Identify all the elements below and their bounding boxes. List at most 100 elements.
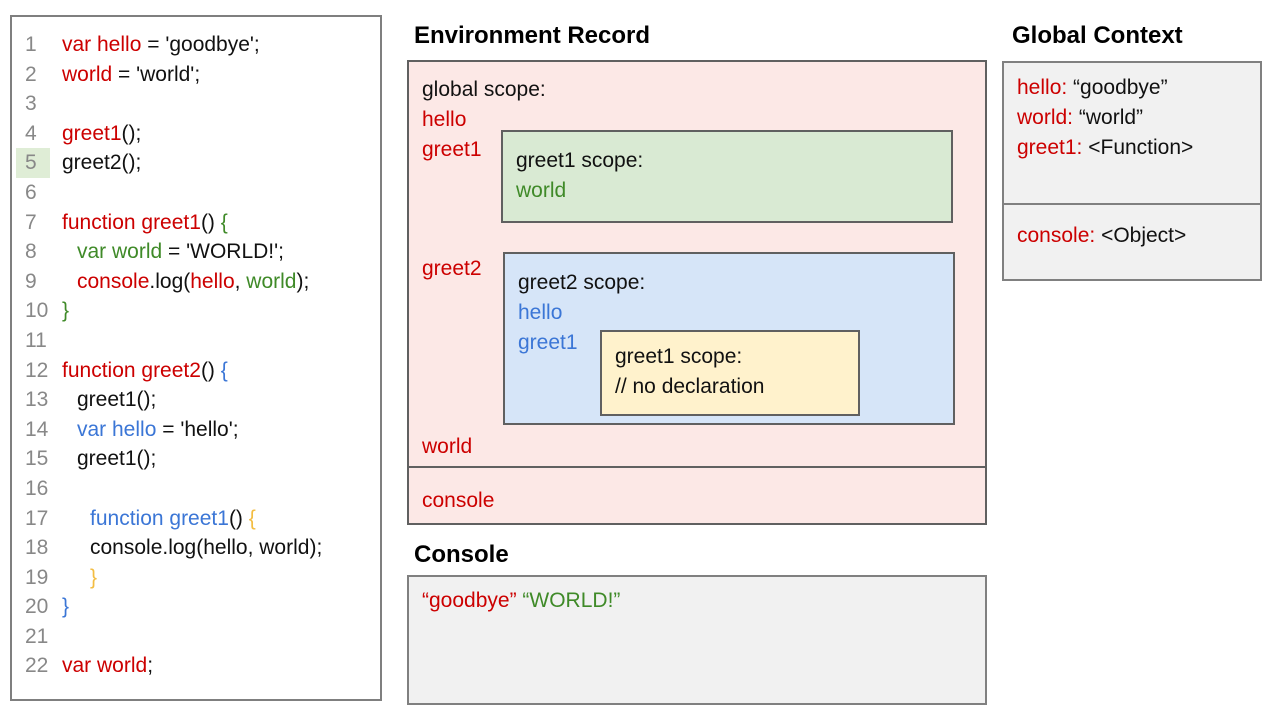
- code-token: greet1: [62, 121, 122, 145]
- line-number: 21: [25, 624, 49, 648]
- greet2-scope-var-greet1: greet1: [518, 331, 578, 354]
- code-token: {: [248, 506, 256, 530]
- code-token: var hello: [77, 417, 157, 441]
- gc-value-hello: “goodbye”: [1073, 76, 1168, 99]
- code-token: (): [200, 358, 221, 382]
- code-token: greet1();: [77, 447, 157, 471]
- code-line-content: greet1();: [62, 444, 156, 474]
- code-line: 16: [16, 474, 380, 504]
- global-scope-box: global scope: hello greet1 greet1 scope:…: [407, 60, 987, 468]
- code-line-content: console.log(hello, world);: [62, 533, 322, 563]
- environment-record-title: Environment Record: [414, 22, 651, 49]
- inner-greet1-scope-comment: // no declaration: [615, 375, 765, 398]
- code-line: 20}: [16, 592, 380, 622]
- code-token: var hello: [62, 33, 142, 56]
- greet2-scope-label: greet2 scope:: [518, 271, 646, 294]
- line-number: 9: [25, 269, 37, 293]
- gc-name-console: console:: [1017, 224, 1096, 247]
- line-number: 22: [25, 654, 49, 678]
- global-scope-label: global scope:: [422, 78, 546, 101]
- greet1-scope-box: greet1 scope: world: [501, 130, 953, 223]
- line-number: 8: [25, 240, 37, 264]
- code-token: (): [200, 210, 221, 234]
- code-token: (): [228, 506, 249, 530]
- line-number: 11: [25, 328, 47, 352]
- env-var-greet1: greet1: [422, 138, 482, 161]
- code-token: greet1();: [77, 388, 157, 412]
- code-token: greet2();: [62, 151, 142, 175]
- line-number: 18: [25, 536, 49, 560]
- code-token: {: [220, 358, 228, 382]
- code-token: }: [62, 595, 70, 619]
- console-output-box: “goodbye” “WORLD!”: [407, 575, 987, 705]
- line-number: 17: [25, 506, 49, 530]
- code-line-content: greet1();: [62, 119, 141, 149]
- console-title: Console: [414, 541, 509, 568]
- greet1-scope-var-world: world: [516, 179, 567, 202]
- code-line-content: greet2();: [62, 148, 141, 178]
- env-var-greet2: greet2: [422, 257, 482, 280]
- greet1-scope-label: greet1 scope:: [516, 149, 644, 172]
- code-line-content: function greet2() {: [62, 356, 228, 386]
- code-line: 17 function greet1() {: [16, 504, 380, 534]
- gc-value-console: <Object>: [1101, 224, 1187, 247]
- line-number: 5: [16, 148, 50, 178]
- code-line-content: world = 'world';: [62, 60, 200, 90]
- code-line: 8 var world = 'WORLD!';: [16, 237, 380, 267]
- env-var-console: console: [422, 489, 495, 512]
- code-line: 10}: [16, 296, 380, 326]
- code-token: console: [77, 269, 150, 293]
- code-line-content: var hello = 'hello';: [62, 415, 239, 445]
- gc-value-world: “world”: [1078, 106, 1144, 129]
- global-context-variables-box: hello: “goodbye” world: “world” greet1: …: [1002, 61, 1262, 205]
- global-context-row-console: console: <Object>: [1017, 221, 1247, 251]
- code-token: ;: [147, 654, 154, 678]
- code-token: .log(: [149, 269, 191, 293]
- code-token: world: [246, 269, 297, 293]
- gc-name-greet1: greet1:: [1017, 136, 1083, 159]
- code-line-content: }: [62, 563, 97, 593]
- global-context-row-greet1: greet1: <Function>: [1017, 133, 1247, 163]
- inner-greet1-scope-label: greet1 scope:: [615, 345, 743, 368]
- code-line-content: var world = 'WORLD!';: [62, 237, 284, 267]
- code-token: var world: [62, 654, 148, 678]
- code-token: console.log(hello, world);: [90, 536, 323, 560]
- line-number: 1: [25, 33, 37, 56]
- greet2-scope-var-hello: hello: [518, 301, 563, 324]
- code-line: 12 function greet2() {: [16, 356, 380, 386]
- line-number: 6: [25, 180, 37, 204]
- line-number: 12: [25, 358, 49, 382]
- code-line: 7 function greet1() {: [16, 208, 380, 238]
- code-line-content: function greet1() {: [62, 208, 228, 238]
- code-token: hello: [190, 269, 235, 293]
- console-entry-goodbye: “goodbye”: [422, 589, 517, 612]
- code-token: = 'WORLD!';: [162, 240, 284, 264]
- code-token: ,: [234, 269, 247, 293]
- code-line: 21: [16, 622, 380, 652]
- inner-greet1-scope-box: greet1 scope: // no declaration: [600, 330, 860, 416]
- gc-name-world: world:: [1017, 106, 1074, 129]
- env-var-hello: hello: [422, 108, 467, 131]
- console-output-line: “goodbye” “WORLD!”: [422, 586, 972, 616]
- code-token: world: [62, 62, 113, 86]
- code-line: 5 greet2();: [16, 148, 380, 178]
- code-line-content: var world;: [62, 651, 153, 681]
- env-var-world: world: [422, 435, 473, 458]
- code-token: function greet1: [62, 210, 201, 234]
- global-context-title: Global Context: [1012, 22, 1183, 49]
- line-number: 7: [25, 210, 37, 234]
- code-token: ();: [121, 121, 142, 145]
- code-token: var world: [77, 240, 163, 264]
- code-token: {: [220, 210, 228, 234]
- code-line: 18 console.log(hello, world);: [16, 533, 380, 563]
- code-token: function greet1: [90, 506, 229, 530]
